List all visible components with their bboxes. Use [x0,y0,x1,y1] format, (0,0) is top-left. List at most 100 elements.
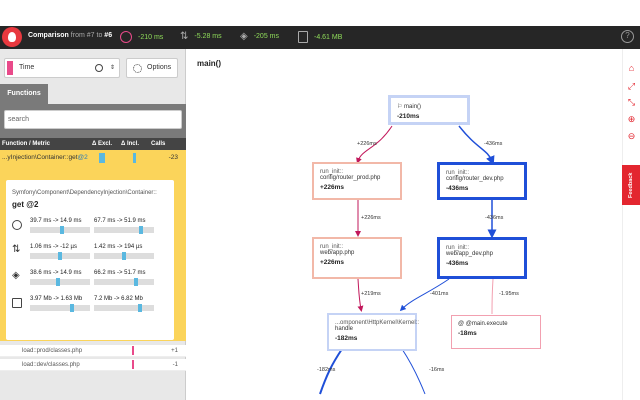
detail-metric-io: ⇅ 1.06 ms -> -12 µs 1.42 ms -> 194 µs [12,244,172,266]
metric-memory-value: -4.61 MB [314,33,343,41]
node-kind: ...omponent\HttpKernel\Kernel:: [335,320,420,326]
incl-gauge [94,304,154,312]
call-graph[interactable]: main() +226ms -436ms +226ms -436ms +219m… [187,49,622,400]
excl-value: 39.7 ms -> 14.9 ms [30,218,82,224]
graph-node-router-dev[interactable]: run_init:: config/router_dev.php -436ms [437,162,527,200]
tab-functions[interactable]: Functions [0,84,48,104]
table-row-selected[interactable]: ...yInjection\Container::get@2 -23 [0,150,186,166]
metric-cpu-value: -205 ms [253,33,279,40]
chevron-updown-icon: ⇕ [109,65,115,71]
table-header: Function / Metric Δ Excl. Δ Incl. Calls [0,138,186,150]
expand-icon[interactable]: ⤢ [627,81,636,91]
incl-bar [133,153,136,163]
graph-node-kernel-handle[interactable]: ...omponent\HttpKernel\Kernel:: handle -… [327,313,420,351]
blackfire-logo-icon[interactable] [2,27,22,47]
detail-function-name: get @2 [12,200,39,209]
excl-value: 38.6 ms -> 14.9 ms [30,270,82,276]
row-name: load::dev/classes.php [22,362,80,368]
clock-icon [12,220,22,230]
node-kind: run_init:: [320,244,344,250]
node-name: config/router_dev.php [446,176,504,182]
incl-gauge [94,278,154,286]
from-label: from [70,32,85,39]
dimension-select[interactable]: Time ⇕ [4,58,120,78]
table-row[interactable]: load::dev/classes.php -1 [0,359,186,371]
excl-gauge [30,304,90,312]
node-kind: run_init:: [446,245,470,251]
edge-appdev-kernel [399,278,450,312]
from-id[interactable]: #7 [86,32,95,39]
incl-value: 7.2 Mb -> 6.82 Mb [94,296,143,302]
node-value: -182ms [335,335,358,342]
zoom-out-icon[interactable]: ⊖ [627,131,636,141]
edge-label: -401ms [430,291,449,297]
graph-node-main[interactable]: ⚐ main() -210ms [388,95,470,125]
excl-value: 1.06 ms -> -12 µs [30,244,77,250]
col-excl[interactable]: Δ Excl. [92,141,112,147]
row-calls: +1 [171,348,178,354]
edge-label: -1.95ms [499,291,519,297]
cpu-icon: ◈ [12,270,20,281]
node-name: config/router_prod.php [320,175,381,181]
metric-cpu[interactable]: ◈ -205 ms [240,31,279,42]
node-name: web/app.php [320,250,355,256]
col-incl[interactable]: Δ Incl. [121,141,139,147]
graph-node-router-prod[interactable]: run_init:: config/router_prod.php +226ms [312,162,402,200]
graph-edges [319,125,497,395]
functions-sidebar: Time ⇕ Options Functions search Function… [0,49,186,400]
col-calls[interactable]: Calls [151,141,166,147]
incl-value: 1.42 ms -> 194 µs [94,244,143,250]
excl-gauge [30,278,90,286]
edge-kernel-down-1 [319,348,343,395]
node-value: -210ms [397,113,420,120]
node-kind: run_init:: [320,169,344,175]
incl-value: 67.7 ms -> 51.9 ms [94,218,146,224]
graph-node-app[interactable]: run_init:: web/app.php +226ms [312,237,402,279]
options-label: Options [147,64,172,71]
clock-icon [120,31,132,43]
cpu-icon: ◈ [240,31,248,42]
metric-io[interactable]: ⇅ -5.28 ms [180,31,222,42]
title-text: Comparison [28,32,69,39]
node-value: +226ms [320,184,345,191]
browser-top-strip [0,0,640,26]
edge-label: -436ms [485,215,504,221]
node-name: ⚐ main() [397,104,422,110]
comparison-title: Comparison from #7 to #6 [28,32,112,39]
edge-main-prod [356,125,393,164]
dimension-select-label: Time [19,64,35,71]
edge-kernel-down-2 [401,348,426,395]
node-value: +226ms [320,259,345,266]
metric-time[interactable]: -210 ms [120,31,163,43]
feedback-button[interactable]: Feedback [622,165,640,205]
clock-icon [95,64,103,72]
to-id[interactable]: #6 [104,32,113,39]
col-function[interactable]: Function / Metric [2,141,50,147]
memory-icon [298,31,308,43]
zoom-in-icon[interactable]: ⊕ [627,114,636,124]
home-icon[interactable]: ⌂ [628,63,635,73]
table-row[interactable]: load::prod/classes.php +1 [0,345,186,357]
node-name: handle [335,326,354,332]
node-value: -18ms [458,330,477,337]
graph-node-app-dev[interactable]: run_init:: web/app_dev.php -436ms [437,237,527,279]
help-icon[interactable]: ? [621,30,634,43]
edge-appdev-exec [491,278,494,315]
graph-node-main-execute[interactable]: @ @main.execute -18ms [451,315,541,349]
options-button[interactable]: Options [126,58,178,78]
detail-metric-time: 39.7 ms -> 14.9 ms 67.7 ms -> 51.9 ms [12,218,172,240]
row-calls: -1 [172,362,178,368]
detail-metric-cpu: ◈ 38.6 ms -> 14.9 ms 66.2 ms -> 51.7 ms [12,270,172,292]
to-label: to [96,32,103,39]
edge-label: -182ms [317,367,336,373]
incl-value: 66.2 ms -> 51.7 ms [94,270,146,276]
row-name: load::prod/classes.php [22,348,83,354]
fit-icon[interactable]: ⤡ [627,97,636,107]
search-input[interactable]: search [4,110,182,129]
metric-memory[interactable]: -4.61 MB [298,31,342,43]
io-arrows-icon: ⇅ [12,244,21,255]
node-kind: run_init:: [446,170,470,176]
row-calls: -23 [168,154,178,161]
node-value: -436ms [446,260,469,267]
edge-label: +219ms [361,291,381,297]
